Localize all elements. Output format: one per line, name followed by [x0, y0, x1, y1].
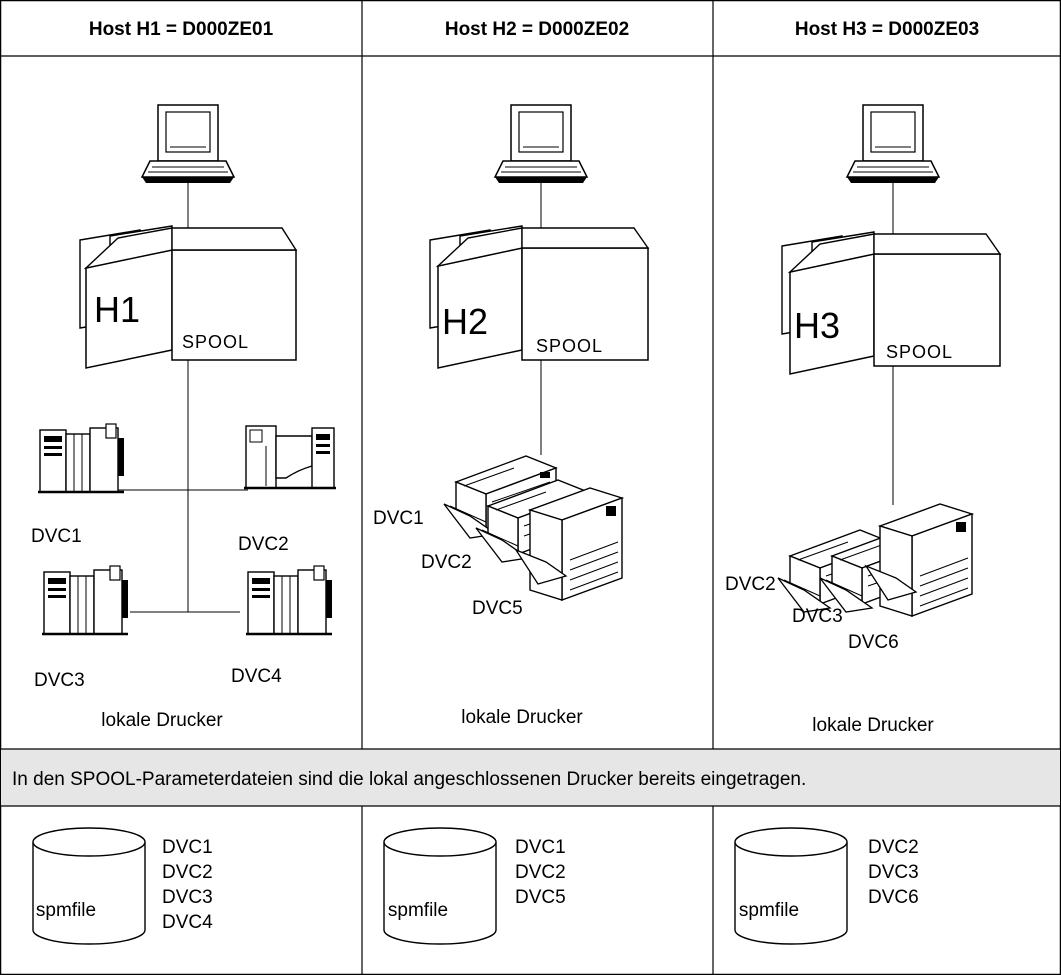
spmfile-entry: DVC2 [162, 862, 213, 883]
host-h3-server-icon: H3 SPOOL [781, 231, 1002, 375]
host-h3-label: H3 [794, 305, 840, 346]
printer-label: DVC1 [31, 526, 82, 547]
host-h3-spool-label: SPOOL [886, 342, 953, 362]
printer-label: DVC1 [373, 508, 424, 529]
host-h3-title: Host H3 = D000ZE03 [795, 19, 979, 40]
spmfile-label: spmfile [36, 900, 96, 921]
printer-icon [36, 422, 126, 494]
spmfile-entry: DVC5 [515, 887, 566, 908]
printer-icon [40, 564, 130, 636]
spmfile-h2: spmfile DVC1 DVC2 DVC5 [383, 827, 566, 945]
disk-icon [32, 827, 146, 945]
host-h1-title: Host H1 = D000ZE01 [89, 19, 274, 40]
printer-icon [244, 564, 334, 636]
host-h3-panel: H3 SPOOL DVC2 DVC3 DVC6 lokale Drucker [725, 104, 1002, 736]
spmfile-h1: spmfile DVC1 DVC2 DVC3 DVC4 [32, 827, 213, 945]
printer-label: DVC2 [421, 552, 472, 573]
spmfile-entry: DVC2 [515, 862, 566, 883]
spmfile-entry: DVC3 [162, 887, 213, 908]
printer-label: DVC3 [792, 606, 843, 627]
spmfile-label: spmfile [388, 900, 448, 921]
spmfile-label: spmfile [739, 900, 799, 921]
printer-label: DVC4 [231, 666, 282, 687]
spool-parameter-note: In den SPOOL-Parameterdateien sind die l… [12, 769, 806, 790]
local-printers-label: lokale Drucker [812, 715, 934, 736]
disk-icon [383, 827, 497, 945]
spmfile-entry: DVC1 [162, 837, 213, 858]
host-h2-title: Host H2 = D000ZE02 [445, 19, 629, 40]
printer-label: DVC6 [848, 632, 899, 653]
host-h2-label: H2 [442, 301, 488, 342]
printer-label: DVC5 [472, 598, 523, 619]
spmfile-entry: DVC1 [515, 837, 566, 858]
printer-label: DVC3 [34, 670, 85, 691]
local-printers-label: lokale Drucker [461, 707, 583, 728]
spmfile-entry: DVC3 [868, 862, 919, 883]
spmfile-entry: DVC4 [162, 912, 213, 933]
note-background [1, 749, 1060, 806]
spmfile-entry: DVC2 [868, 837, 919, 858]
disk-icon [734, 827, 848, 945]
host-h2-panel: H2 SPOOL DVC1 DVC2 DVC5 lokale Drucker [373, 104, 650, 728]
spmfile-entry: DVC6 [868, 887, 919, 908]
spmfile-h3: spmfile DVC2 DVC3 DVC6 [734, 827, 919, 945]
printer-label: DVC2 [238, 534, 289, 555]
host-h1-panel: H1 SPOOL DVC1 DVC2 DVC3 DVC4 lokale Druc… [31, 104, 338, 731]
printer-label: DVC2 [725, 574, 776, 595]
host-h1-spool-label: SPOOL [182, 332, 249, 352]
host-h1-label: H1 [94, 289, 140, 330]
local-printers-label: lokale Drucker [101, 710, 223, 731]
host-h1-server-icon: H1 SPOOL [79, 225, 298, 369]
host-h2-spool-label: SPOOL [536, 336, 603, 356]
host-h2-server-icon: H2 SPOOL [429, 225, 650, 369]
